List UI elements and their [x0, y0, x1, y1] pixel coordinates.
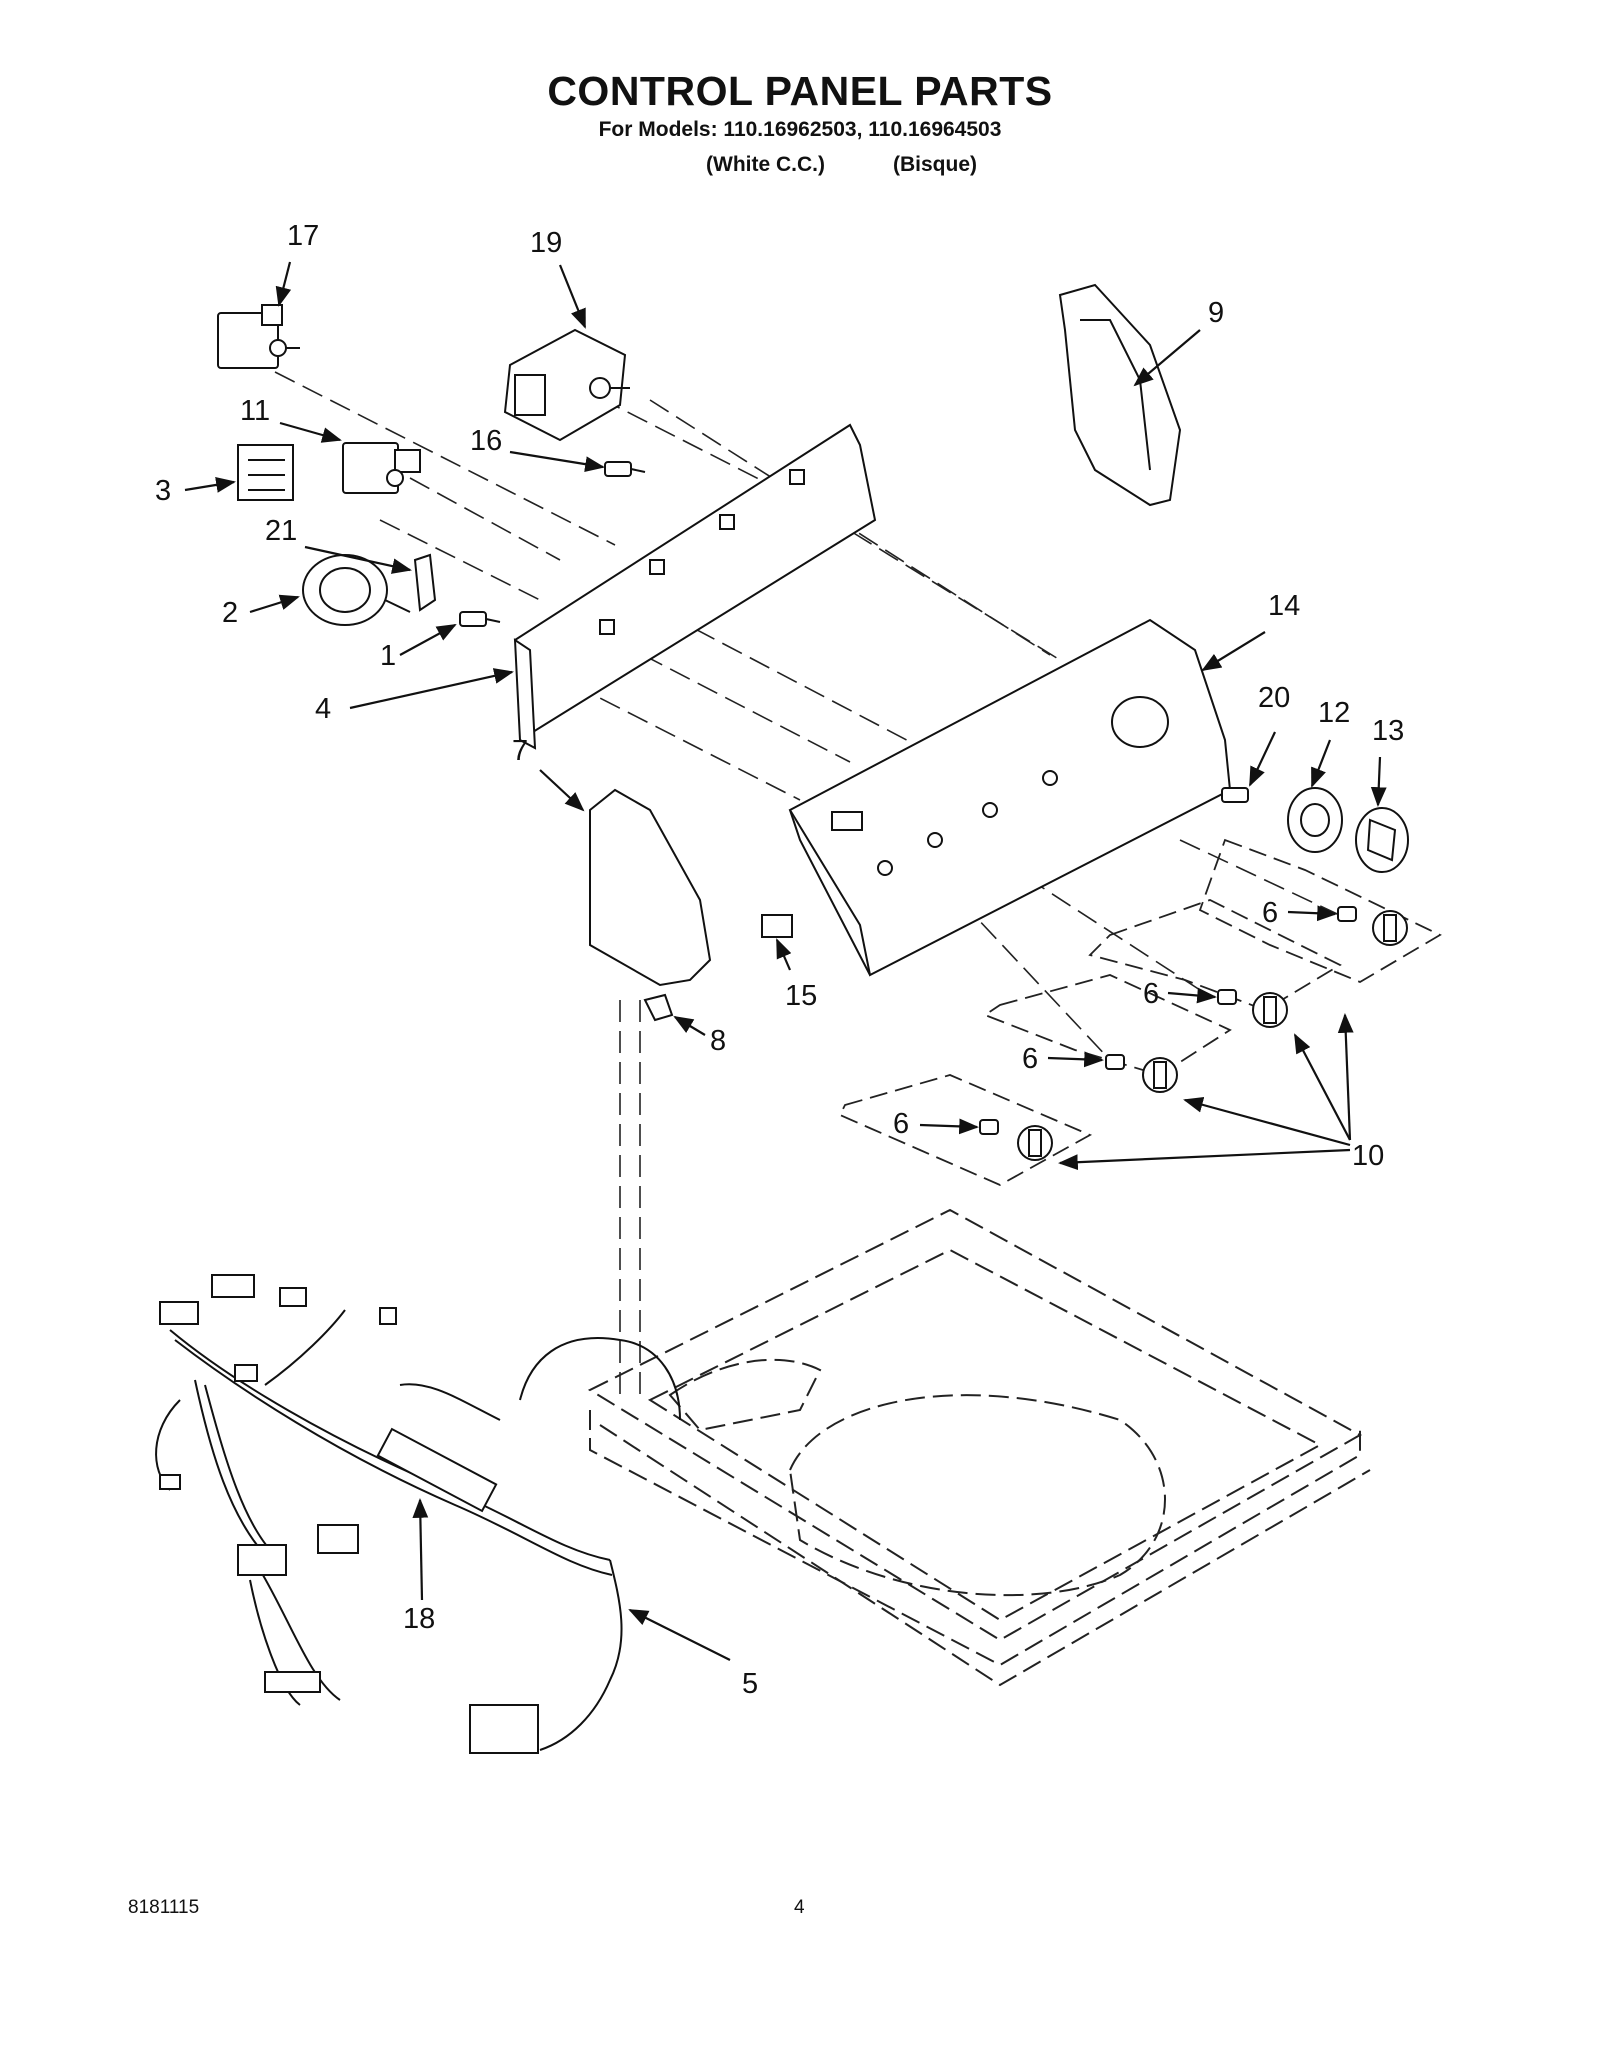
callout-1: 1: [380, 640, 396, 672]
switch-17-icon: [217, 304, 300, 369]
badge-15-icon: [761, 914, 793, 938]
callout-14: 14: [1268, 590, 1300, 622]
bracket-21-icon: [413, 553, 437, 612]
screw-20-icon: [1221, 787, 1249, 803]
callout-20: 20: [1258, 682, 1290, 714]
callout-6-c: 6: [1022, 1043, 1038, 1075]
console-panel-14-icon: [788, 618, 1232, 977]
callout-7: 7: [512, 735, 528, 767]
page-number: 4: [794, 1897, 805, 1918]
callout-6-a: 6: [1262, 897, 1278, 929]
variant-white: (White C.C.): [706, 153, 825, 176]
callout-19: 19: [530, 227, 562, 259]
switch-3-icon: [237, 444, 294, 501]
timer-19-icon: [503, 328, 630, 442]
callout-2: 2: [222, 597, 238, 629]
callout-16: 16: [470, 425, 502, 457]
callout-3: 3: [155, 475, 171, 507]
screw-1-icon: [459, 611, 501, 627]
callout-9: 9: [1208, 297, 1224, 329]
callout-13: 13: [1372, 715, 1404, 747]
knob-set-icon: [979, 906, 1408, 1161]
page-title: CONTROL PANEL PARTS: [547, 68, 1053, 114]
callout-11: 11: [240, 395, 270, 427]
callout-6-d: 6: [893, 1108, 909, 1140]
variant-bisque: (Bisque): [893, 153, 977, 176]
callout-18: 18: [403, 1603, 435, 1635]
knob-13-icon: [1355, 807, 1409, 873]
callout-arrows: [184, 261, 1387, 1661]
callout-6-b: 6: [1143, 978, 1159, 1010]
knob-base-12-icon: [1287, 787, 1343, 853]
endcap-9-icon: [1058, 283, 1182, 507]
callout-15: 15: [785, 980, 817, 1012]
switch-11-icon: [342, 442, 421, 494]
callout-4: 4: [315, 693, 331, 725]
cabinet-top-outline: [587, 1208, 1371, 1687]
console-bracket-4-icon: [513, 423, 877, 750]
screw-16-icon: [604, 461, 646, 477]
callout-5: 5: [742, 1668, 758, 1700]
doc-number: 8181115: [128, 1897, 200, 1918]
callout-labels: 17 19 9 11 16 3 21 2 1 4 14 20 12 13 7 6…: [155, 220, 1404, 1700]
harness-connectors-icon: [159, 1274, 539, 1754]
callout-10: 10: [1352, 1140, 1384, 1172]
models-line: For Models: 110.16962503, 110.16964503: [598, 118, 1002, 141]
endcap-7-icon: [589, 788, 712, 987]
clip-8-icon: [643, 993, 674, 1022]
callout-8: 8: [710, 1025, 726, 1057]
pressure-switch-2-icon: [302, 554, 411, 626]
callout-12: 12: [1318, 697, 1350, 729]
callout-21: 21: [265, 515, 297, 547]
callout-17: 17: [287, 220, 319, 252]
